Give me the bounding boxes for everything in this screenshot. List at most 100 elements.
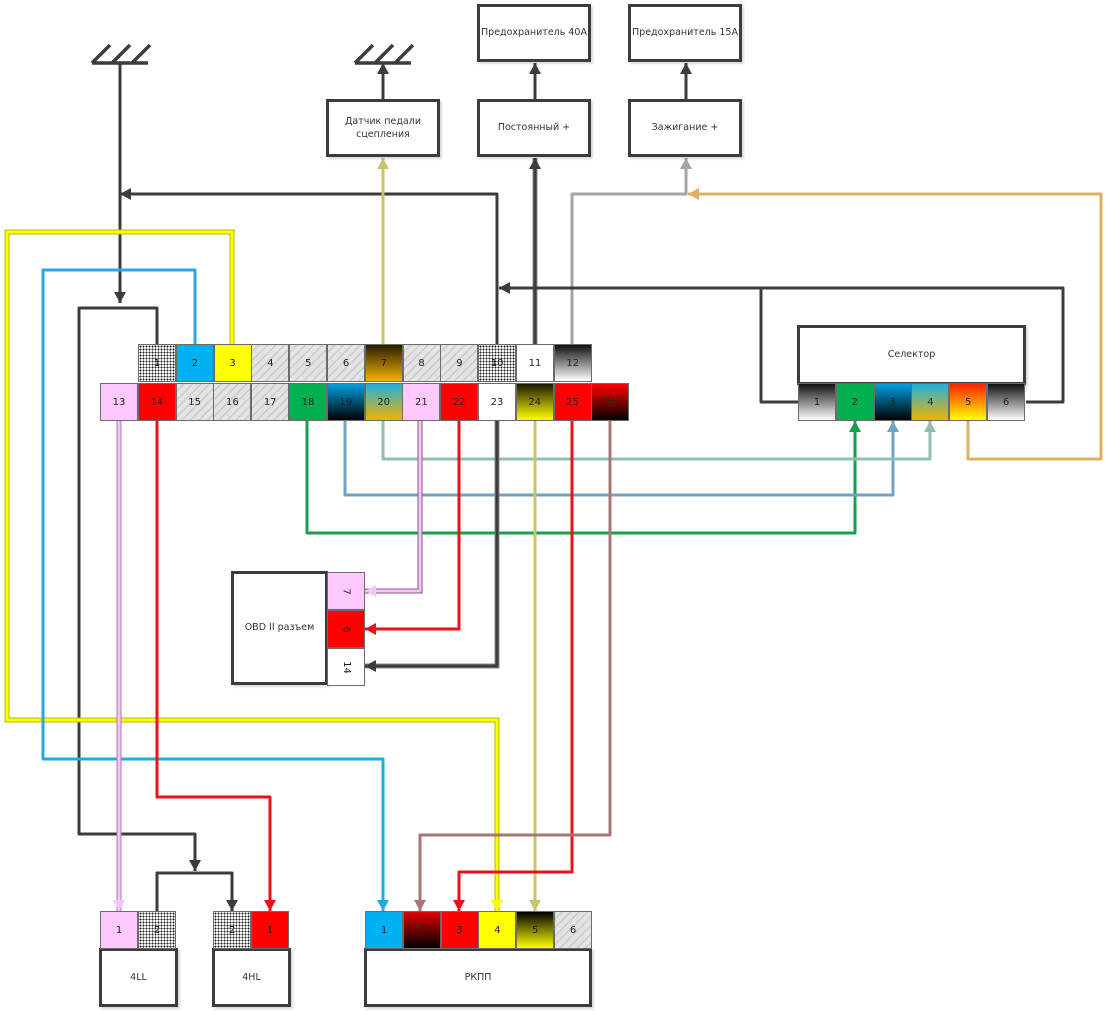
wire-pin22-obd6 bbox=[365, 421, 461, 631]
pin-label: 15 bbox=[188, 396, 201, 408]
pin-label: 21 bbox=[415, 396, 428, 408]
pin-label: 20 bbox=[377, 396, 390, 408]
main-bottom-pin-25: 25 bbox=[553, 383, 592, 421]
main-top-pin-12: 12 bbox=[553, 344, 592, 382]
wire-pin20-teal-arrowhead bbox=[924, 421, 936, 432]
selector-pin-6: 6 bbox=[987, 383, 1025, 421]
pin-label: 6 bbox=[340, 625, 352, 633]
wire-pin3-yellow bbox=[5, 230, 499, 911]
pin-label: 17 bbox=[263, 396, 277, 408]
ground-symbol-2 bbox=[353, 43, 415, 65]
pin-label: 5 bbox=[305, 357, 312, 369]
fuse-40a-box: Предохранитель 40А bbox=[477, 4, 591, 62]
pin-label: 4 bbox=[927, 396, 934, 408]
selector-pin-3: 3 bbox=[873, 383, 912, 421]
selector-pin-5: 5 bbox=[949, 383, 988, 421]
wire-pin13-pink-arrowhead bbox=[113, 900, 125, 911]
wire-clutch-ground-arrowhead bbox=[377, 63, 389, 74]
pin-label: 2 bbox=[851, 396, 858, 408]
wire-selector5-ignition bbox=[688, 192, 1103, 461]
pin-label: 3 bbox=[889, 396, 896, 408]
pin-label: 7 bbox=[380, 357, 387, 369]
wire-pin14-red-arrowhead bbox=[264, 900, 276, 911]
main-top-pin-1: 1 bbox=[138, 344, 176, 382]
wire-4hl-split bbox=[155, 871, 234, 911]
pin-label: 1 bbox=[813, 396, 821, 408]
pin-label: 1 bbox=[153, 357, 161, 369]
wire-pin18-green bbox=[305, 421, 857, 535]
pin-label: 2 bbox=[228, 924, 236, 936]
pin-label: 25 bbox=[566, 396, 579, 408]
wire-pin21-obd7-arrowhead bbox=[365, 585, 376, 597]
4ll-pin-1: 1 bbox=[100, 911, 138, 949]
wire-constant-fuse40-arrowhead bbox=[529, 63, 541, 74]
pin-label: 22 bbox=[452, 396, 466, 408]
main-bottom-pin-15: 15 bbox=[175, 383, 214, 421]
wire-pin1-loop-arrowhead bbox=[189, 860, 201, 871]
rkpp-pin-1: 1 bbox=[365, 911, 403, 949]
constant-plus-box: Постоянный + bbox=[477, 99, 591, 157]
pin-label: 6 bbox=[569, 924, 577, 936]
main-bottom-pin-20: 20 bbox=[364, 383, 403, 421]
4hl-pin-2: 2 bbox=[213, 911, 251, 949]
wire-ignition-fuse15-arrowhead bbox=[680, 63, 692, 74]
pin-label: 18 bbox=[301, 396, 315, 408]
obd-pin-6: 6 bbox=[327, 610, 365, 648]
wire-pin20-teal bbox=[381, 421, 932, 461]
main-top-pin-3: 3 bbox=[213, 344, 252, 382]
pin-label: 3 bbox=[456, 924, 463, 936]
main-top-pin-2: 2 bbox=[175, 344, 214, 382]
wire-ground-bus-arrowhead bbox=[499, 282, 510, 294]
pin-label: 7 bbox=[340, 587, 352, 595]
wire-pin21-obd7 bbox=[365, 421, 422, 593]
main-top-pin-8: 8 bbox=[402, 344, 441, 382]
wire-pin26-rkpp2-arrowhead bbox=[414, 900, 426, 911]
wire-pin23-obd14-arrowhead bbox=[365, 660, 376, 672]
main-top-pin-5: 5 bbox=[289, 344, 328, 382]
main-top-pin-10: 10 bbox=[478, 344, 517, 382]
selector-pin-1: 1 bbox=[798, 383, 836, 421]
pin-label: 1 bbox=[266, 924, 274, 936]
pin-label: 14 bbox=[340, 660, 352, 674]
pin-label: 2 bbox=[153, 924, 161, 936]
pin-label: 14 bbox=[150, 396, 164, 408]
pin-label: 11 bbox=[528, 357, 542, 369]
wire-pin22-obd6-arrowhead bbox=[365, 623, 376, 635]
pin-label: 2 bbox=[418, 924, 425, 936]
wire-pin2-blue bbox=[41, 268, 385, 911]
pin-label: 5 bbox=[532, 924, 539, 936]
main-top-pin-4: 4 bbox=[251, 344, 290, 382]
clutch-sensor-label: Датчик педали сцепления bbox=[344, 115, 421, 140]
wire-pin21-obd7-outline bbox=[365, 421, 423, 594]
pin-label: 1 bbox=[380, 924, 388, 936]
wire-pin11-constant-arrowhead bbox=[529, 158, 541, 169]
rkpp-pin-2: 2 bbox=[402, 911, 441, 949]
4ll-label: 4LL bbox=[130, 971, 147, 983]
main-bottom-pin-26: 26 bbox=[591, 383, 630, 421]
obd-pin-7: 7 bbox=[327, 572, 365, 610]
main-top-pin-6: 6 bbox=[327, 344, 365, 382]
pin-label: 16 bbox=[226, 396, 239, 408]
selector-pin-4: 4 bbox=[911, 383, 950, 421]
main-bottom-pin-17: 17 bbox=[251, 383, 290, 421]
ground-symbol-1 bbox=[90, 43, 152, 65]
wire-ground-main-arrowhead bbox=[114, 292, 126, 303]
main-bottom-pin-24: 24 bbox=[515, 383, 554, 421]
obd-pin-14: 14 bbox=[327, 648, 365, 686]
selector-label: Селектор bbox=[887, 349, 936, 361]
wire-pin25-rkpp3-arrowhead bbox=[453, 900, 465, 911]
wire-selector-ground bbox=[759, 286, 1065, 404]
main-bottom-pin-13: 13 bbox=[100, 383, 138, 421]
selector-box: Селектор bbox=[797, 325, 1026, 385]
rkpp-pin-5: 5 bbox=[516, 911, 555, 949]
ignition-plus-label: Зажигание + bbox=[651, 122, 719, 134]
pin-label: 6 bbox=[342, 357, 350, 369]
pin-label: 13 bbox=[112, 396, 126, 408]
rkpp-pin-4: 4 bbox=[478, 911, 517, 949]
pin-label: 6 bbox=[1002, 396, 1010, 408]
fuse-40a-label: Предохранитель 40А bbox=[481, 27, 587, 39]
wire-pin7-clutch-arrowhead bbox=[377, 158, 389, 169]
wire-pin24-rkpp5-arrowhead bbox=[529, 900, 541, 911]
main-top-pin-7: 7 bbox=[364, 344, 403, 382]
4hl-label: 4HL bbox=[242, 971, 261, 983]
